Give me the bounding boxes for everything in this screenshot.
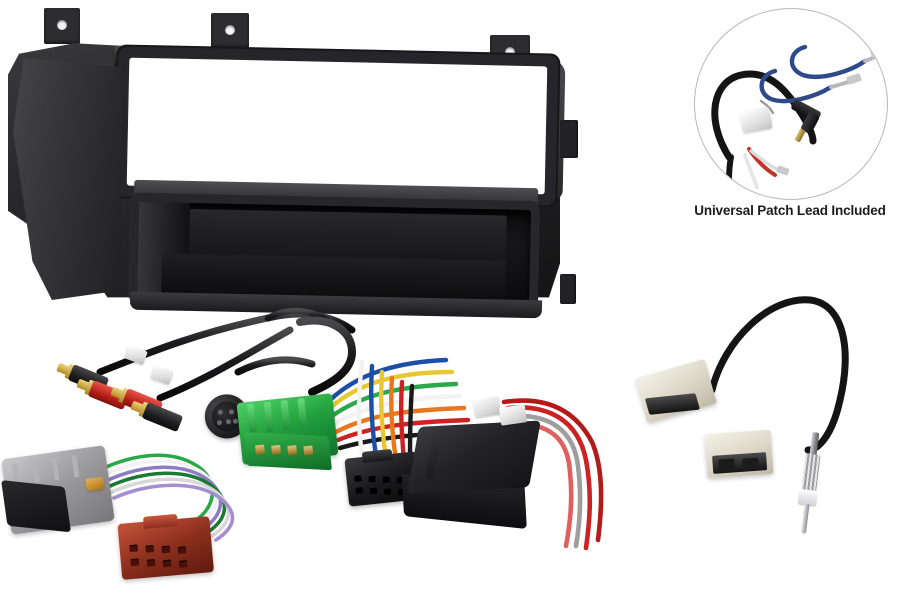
iso-feed-wires — [356, 359, 415, 465]
beige-female-antenna-socket — [635, 358, 717, 424]
fascia-body — [8, 34, 578, 319]
plug-contact-pin — [718, 458, 736, 471]
grey-connector-rib — [51, 457, 60, 481]
fascia-side-clip — [560, 274, 576, 304]
iso-pin-hole — [369, 487, 378, 495]
white-spade-terminal — [472, 396, 502, 418]
green-connector-pin — [303, 445, 314, 456]
grey-connector-face — [1, 480, 72, 533]
iso-pin-hole — [130, 558, 140, 567]
grey-connector-rib — [31, 460, 40, 484]
fascia-mounting-tab — [44, 8, 80, 44]
red-iso-connector — [117, 513, 215, 586]
green-connector-pin — [271, 444, 282, 455]
male-din-antenna-plug — [791, 431, 827, 537]
plug-contact-pin — [742, 457, 760, 470]
inline-spade-terminal — [150, 365, 174, 385]
gold-spade-terminal — [85, 477, 105, 491]
fascia-side-clip — [560, 120, 578, 158]
main-trunk-cable — [234, 316, 357, 396]
fascia-mounting-tab — [211, 13, 249, 48]
mounting-hole — [505, 47, 515, 57]
iso-pin-hole — [177, 546, 187, 554]
green-connector-pin — [287, 445, 298, 456]
iso-pin-hole — [129, 544, 138, 553]
inset-caption: Universal Patch Lead Included — [694, 203, 886, 218]
universal-patch-lead-inset — [694, 8, 888, 200]
beige-vehicle-antenna-plug — [704, 429, 774, 479]
iso-pin-hole — [178, 560, 188, 568]
rca-barrel — [141, 402, 184, 433]
steering-control-interface-module — [401, 420, 541, 531]
iso-pin-hole — [146, 559, 156, 567]
inline-spade-terminal — [124, 345, 148, 365]
green-volvo-connector — [236, 393, 339, 475]
right-angle-35mm-jack — [790, 98, 825, 143]
fascia-panel — [8, 8, 588, 319]
socket-opening — [644, 393, 701, 415]
iso-pin-hole — [383, 488, 392, 495]
iso-pin-hole — [161, 545, 171, 554]
iso-pin-hole — [162, 559, 172, 568]
iso-pin-hole — [355, 487, 364, 494]
iso-pin-hole — [145, 545, 155, 553]
fascia-left-flange — [13, 58, 121, 300]
iso-pin-hole — [354, 475, 362, 482]
white-spade-terminal — [498, 404, 528, 426]
mounting-hole — [225, 25, 235, 35]
green-connector-pin — [255, 444, 265, 455]
din-aperture — [126, 57, 548, 195]
grey-vehicle-connector — [1, 445, 115, 535]
mounting-hole — [57, 20, 67, 30]
antenna-adapter-cable — [708, 296, 849, 455]
din-plug-pin — [800, 503, 810, 534]
iso-pin-hole — [368, 475, 376, 483]
iso-pin-hole — [382, 476, 391, 483]
grey-connector-rib — [71, 455, 80, 478]
module-top-face — [407, 420, 541, 494]
